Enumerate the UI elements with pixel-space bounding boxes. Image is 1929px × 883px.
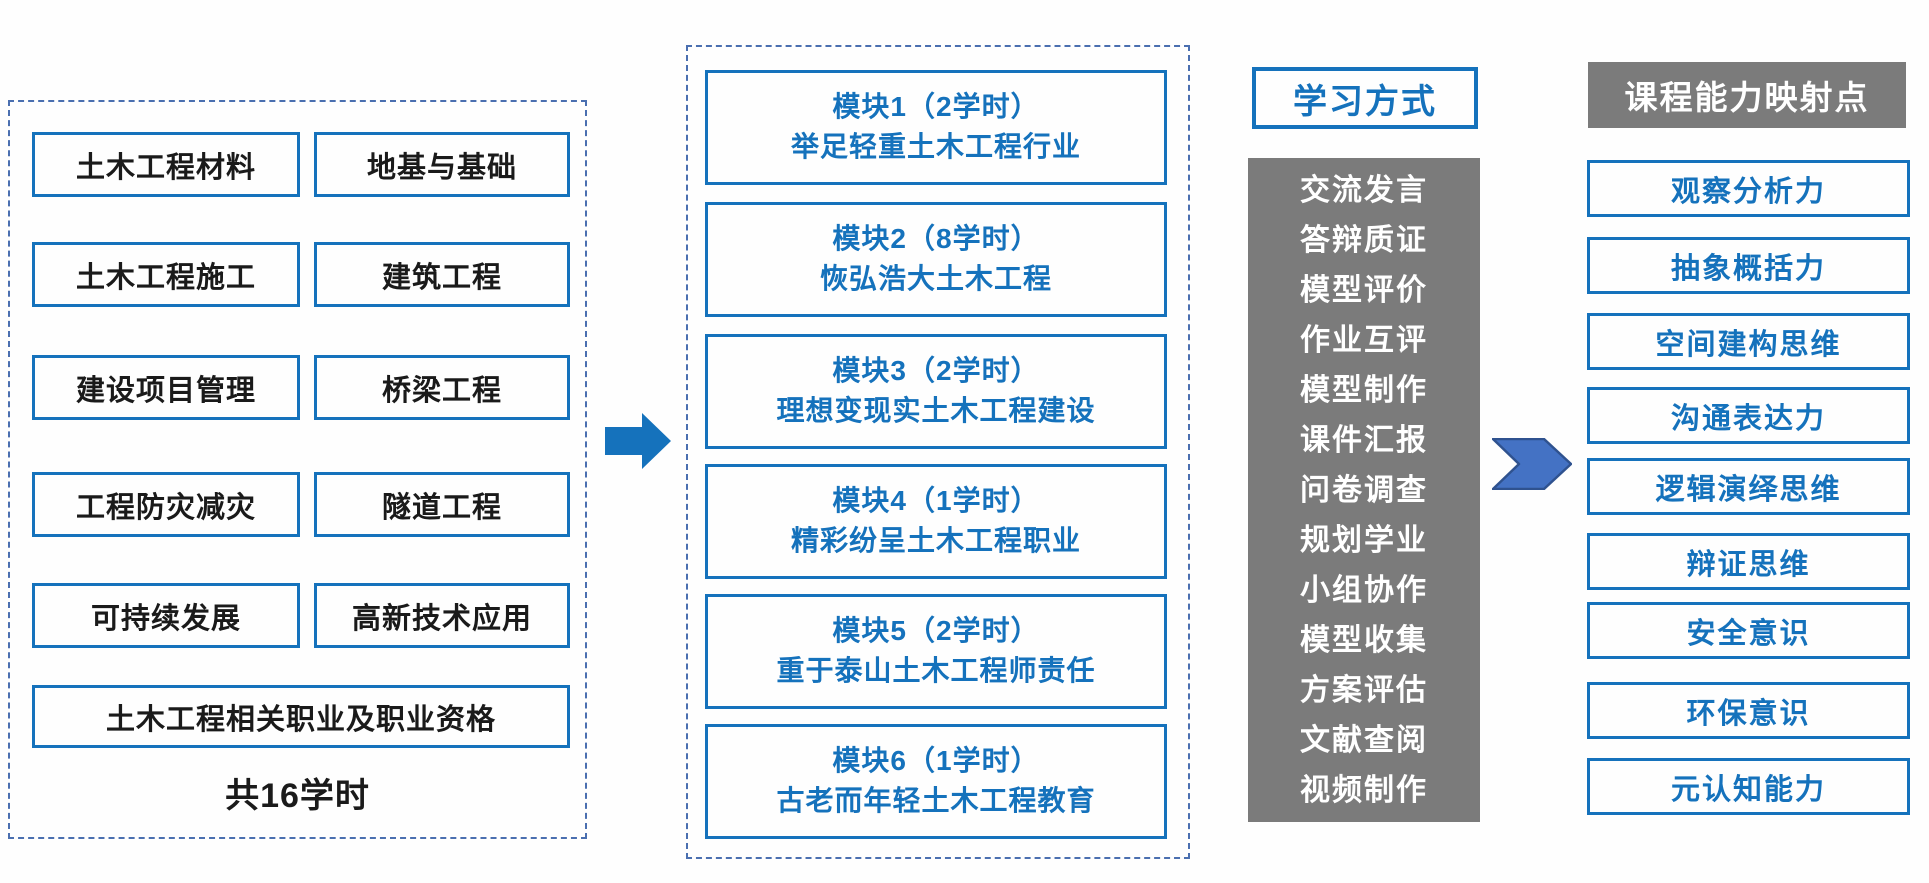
- method-item: 课件汇报: [1300, 424, 1428, 457]
- ability-label: 元认知能力: [1670, 773, 1826, 806]
- module-box: 模块1（2学时） 举足轻重土木工程行业: [705, 70, 1167, 185]
- topic-label: 土木工程相关职业及职业资格: [105, 703, 496, 736]
- ability-label: 逻辑演绎思维: [1655, 473, 1842, 506]
- topic-label: 可持续发展: [90, 602, 241, 635]
- total-hours-label: 共16学时: [225, 776, 370, 815]
- module-subtitle: 精彩纷呈土木工程职业: [790, 525, 1081, 556]
- modules-panel: 模块1（2学时） 举足轻重土木工程行业 模块2（8学时） 恢弘浩大土木工程 模块…: [686, 45, 1190, 859]
- right-block-arrow-icon: [605, 413, 671, 469]
- topic-label: 高新技术应用: [351, 602, 532, 635]
- ability-label: 辩证思维: [1686, 548, 1811, 581]
- topic-box: 工程防灾减灾: [32, 472, 300, 537]
- method-item: 方案评估: [1300, 674, 1428, 707]
- ability-label: 安全意识: [1686, 617, 1811, 650]
- method-item: 视频制作: [1300, 774, 1428, 807]
- learning-methods-list: 交流发言 答辩质证 模型评价 作业互评 模型制作 课件汇报 问卷调查 规划学业 …: [1248, 158, 1480, 822]
- topic-box: 土木工程材料: [32, 132, 300, 197]
- ability-box: 元认知能力: [1587, 758, 1910, 815]
- module-box: 模块5（2学时） 重于泰山土木工程师责任: [705, 594, 1167, 709]
- module-title: 模块5（2学时）: [832, 615, 1040, 647]
- module-box: 模块2（8学时） 恢弘浩大土木工程: [705, 202, 1167, 317]
- topic-label: 桥梁工程: [381, 374, 502, 407]
- topic-label: 土木工程施工: [75, 261, 256, 294]
- ability-box: 环保意识: [1587, 682, 1910, 739]
- method-item: 模型评价: [1300, 274, 1428, 307]
- ability-box: 逻辑演绎思维: [1587, 458, 1910, 515]
- module-subtitle: 理想变现实土木工程建设: [776, 395, 1096, 426]
- topic-box: 地基与基础: [314, 132, 570, 197]
- ability-label: 空间建构思维: [1655, 328, 1842, 361]
- ability-box: 安全意识: [1587, 602, 1910, 659]
- module-box: 模块4（1学时） 精彩纷呈土木工程职业: [705, 464, 1167, 579]
- module-title: 模块6（1学时）: [832, 745, 1040, 777]
- method-item: 作业互评: [1300, 324, 1428, 357]
- module-subtitle: 重于泰山土木工程师责任: [776, 655, 1096, 686]
- ability-label: 抽象概括力: [1670, 252, 1826, 285]
- module-subtitle: 举足轻重土木工程行业: [790, 131, 1081, 162]
- method-item: 答辩质证: [1300, 224, 1428, 257]
- ability-label: 观察分析力: [1670, 175, 1826, 208]
- ability-box: 沟通表达力: [1587, 387, 1910, 444]
- course-topics-panel: 土木工程材料 地基与基础 土木工程施工 建筑工程 建设项目管理 桥梁工程 工程防…: [8, 100, 587, 839]
- ability-label: 环保意识: [1686, 697, 1811, 730]
- topic-label: 土木工程材料: [75, 151, 256, 184]
- ability-label: 沟通表达力: [1670, 402, 1826, 435]
- method-item: 交流发言: [1300, 174, 1428, 207]
- method-item: 模型制作: [1300, 374, 1428, 407]
- method-item: 规划学业: [1300, 524, 1428, 557]
- topic-box: 桥梁工程: [314, 355, 570, 420]
- topic-box: 可持续发展: [32, 583, 300, 648]
- method-item: 问卷调查: [1300, 474, 1428, 507]
- ability-box: 观察分析力: [1587, 160, 1910, 217]
- method-item: 小组协作: [1300, 574, 1428, 607]
- module-box: 模块6（1学时） 古老而年轻土木工程教育: [705, 724, 1167, 839]
- right-chevron-arrow-icon: [1492, 438, 1572, 490]
- topic-label: 建设项目管理: [75, 374, 256, 407]
- topic-label: 建筑工程: [381, 261, 502, 294]
- topic-label: 地基与基础: [366, 151, 517, 184]
- module-title: 模块4（1学时）: [832, 485, 1040, 517]
- module-title: 模块1（2学时）: [832, 91, 1040, 123]
- topic-box-wide: 土木工程相关职业及职业资格: [32, 685, 570, 748]
- topic-box: 建设项目管理: [32, 355, 300, 420]
- ability-box: 辩证思维: [1587, 533, 1910, 590]
- topic-label: 隧道工程: [381, 491, 502, 524]
- ability-box: 空间建构思维: [1587, 313, 1910, 370]
- learning-methods-header: 学习方式: [1252, 67, 1478, 129]
- module-subtitle: 古老而年轻土木工程教育: [776, 785, 1096, 816]
- method-item: 模型收集: [1300, 624, 1428, 657]
- module-subtitle: 恢弘浩大土木工程: [819, 263, 1052, 294]
- topic-box: 高新技术应用: [314, 583, 570, 648]
- method-item: 文献查阅: [1300, 724, 1428, 757]
- topic-box: 土木工程施工: [32, 242, 300, 307]
- abilities-header: 课程能力映射点: [1588, 62, 1906, 128]
- module-title: 模块2（8学时）: [832, 223, 1040, 255]
- topic-box: 建筑工程: [314, 242, 570, 307]
- topic-label: 工程防灾减灾: [75, 491, 256, 524]
- module-box: 模块3（2学时） 理想变现实土木工程建设: [705, 334, 1167, 449]
- ability-box: 抽象概括力: [1587, 237, 1910, 294]
- topic-box: 隧道工程: [314, 472, 570, 537]
- module-title: 模块3（2学时）: [832, 355, 1040, 387]
